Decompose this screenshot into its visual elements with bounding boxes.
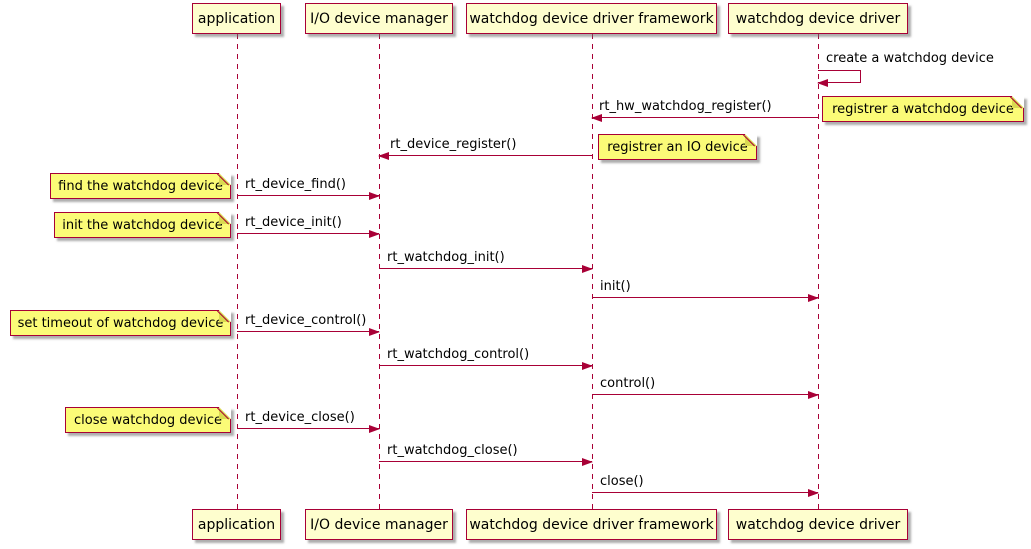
arrowhead-right-icon: [369, 191, 380, 200]
message-arrow: [237, 229, 380, 238]
lifeline-io-device-manager: [379, 34, 380, 509]
message-arrow: [591, 113, 818, 122]
lifeline-application: [237, 34, 238, 509]
message-label: rt_watchdog_init(): [387, 250, 505, 265]
message-label: control(): [600, 376, 656, 391]
participant-io-device-manager-top: I/O device manager: [305, 3, 453, 34]
note-registrer-an-io-device: registrer an IO device: [598, 134, 757, 160]
message-label: rt_device_control(): [245, 313, 367, 328]
message-arrow: [379, 361, 593, 370]
note-set-timeout-of-watchdog-device: set timeout of watchdog device: [10, 310, 231, 336]
arrowhead-right-icon: [808, 293, 819, 302]
note-init-the-watchdog-device: init the watchdog device: [54, 212, 231, 238]
message-arrow: [237, 327, 380, 336]
arrowhead-right-icon: [808, 390, 819, 399]
lifeline-watchdog-driver: [818, 34, 819, 509]
participant-watchdog-driver-bottom: watchdog device driver: [728, 509, 908, 540]
participant-watchdog-framework-top: watchdog device driver framework: [466, 3, 717, 34]
message-arrow: [592, 293, 819, 302]
arrowhead-right-icon: [369, 424, 380, 433]
message-label: close(): [600, 474, 644, 489]
message-label: rt_hw_watchdog_register(): [599, 99, 772, 114]
message-arrow: [379, 264, 593, 273]
message-arrow: [378, 151, 592, 160]
participant-watchdog-framework-bottom: watchdog device driver framework: [466, 509, 717, 540]
message-label: rt_device_find(): [245, 177, 346, 192]
message-arrow: [237, 191, 380, 200]
arrowhead-left-icon: [378, 151, 389, 160]
arrowhead-left-icon: [591, 113, 602, 122]
arrowhead-right-icon: [582, 264, 593, 273]
arrowhead-right-icon: [582, 457, 593, 466]
message-arrow: [592, 390, 819, 399]
note-registrer-a-watchdog-device: registrer a watchdog device: [822, 96, 1024, 122]
arrowhead-right-icon: [369, 229, 380, 238]
note-close-watchdog-device: close watchdog device: [65, 407, 231, 433]
message-label: rt_watchdog_close(): [387, 443, 518, 458]
participant-watchdog-driver-top: watchdog device driver: [728, 3, 908, 34]
message-label: init(): [600, 279, 631, 294]
message-arrow: [379, 457, 593, 466]
arrowhead-left-icon: [817, 79, 828, 87]
self-message-arrow: [817, 70, 861, 87]
participant-application-bottom: application: [192, 509, 281, 540]
message-label: rt_device_init(): [245, 215, 342, 230]
message-label: rt_device_close(): [245, 410, 355, 425]
message-label: rt_device_register(): [390, 137, 517, 152]
message-arrow: [237, 424, 380, 433]
participant-application-top: application: [192, 3, 281, 34]
participant-io-device-manager-bottom: I/O device manager: [305, 509, 453, 540]
message-label: create a watchdog device: [826, 51, 994, 66]
message-arrow: [592, 488, 819, 497]
arrowhead-right-icon: [808, 488, 819, 497]
arrowhead-right-icon: [369, 327, 380, 336]
message-label: rt_watchdog_control(): [387, 347, 530, 362]
arrowhead-right-icon: [582, 361, 593, 370]
note-find-the-watchdog-device: find the watchdog device: [50, 173, 231, 199]
